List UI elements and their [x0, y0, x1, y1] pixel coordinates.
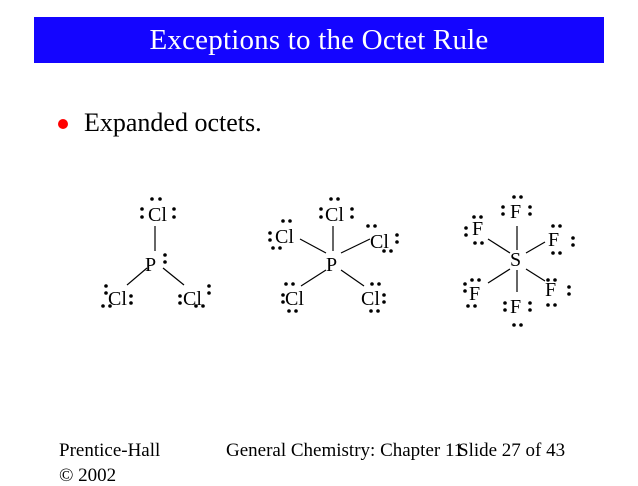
- pcl5-structure: Cl Cl Cl P Cl Cl: [268, 197, 399, 313]
- sf6-lower-left-atom: F: [469, 283, 480, 305]
- pcl5-bond-upper-left: [299, 238, 327, 254]
- slide-title: Exceptions to the Octet Rule: [149, 23, 489, 56]
- sf6-bond-lower-right: [525, 268, 546, 282]
- sf6-bottom-atom: F: [510, 296, 521, 318]
- pcl3-bond-right: [162, 267, 185, 286]
- pcl5-lower-left-atom: Cl: [285, 288, 304, 310]
- pcl3-center-atom: P: [145, 254, 156, 276]
- footer-slide-number: Slide 27 of 43: [458, 440, 566, 461]
- footer-copyright: © 2002: [59, 465, 117, 486]
- pcl5-lower-right-atom: Cl: [361, 288, 380, 310]
- pcl3-bond-left: [126, 267, 148, 286]
- pcl3-right-atom: Cl: [183, 288, 202, 310]
- sf6-lone-pairs: [463, 195, 575, 327]
- bullet-dot: [58, 118, 68, 129]
- bullet-text: Expanded octets.: [84, 108, 262, 137]
- pcl5-top-atom: Cl: [325, 204, 344, 226]
- sf6-structure: F F F S F F F: [463, 195, 575, 327]
- pcl3-top-atom: Cl: [148, 204, 167, 226]
- sf6-center-atom: S: [510, 249, 521, 271]
- pcl5-bond-lower-left: [300, 269, 327, 287]
- pcl3-structure: Cl P Cl Cl: [101, 197, 211, 310]
- pcl5-bond-upper-right: [340, 238, 371, 254]
- sf6-lower-right-atom: F: [545, 279, 556, 301]
- pcl5-bond-lower-right: [340, 269, 365, 287]
- footer-publisher: Prentice-Hall: [59, 440, 161, 461]
- pcl5-lone-pairs: [268, 197, 399, 313]
- sf6-top-atom: F: [510, 201, 521, 223]
- sf6-upper-right-atom: F: [548, 229, 559, 251]
- pcl3-left-atom: Cl: [108, 288, 127, 310]
- pcl5-upper-left-atom: Cl: [275, 226, 294, 248]
- pcl3-lone-pairs: [101, 197, 211, 308]
- bullet-item: Expanded octets.: [58, 110, 262, 136]
- title-bar: Exceptions to the Octet Rule: [34, 17, 604, 63]
- sf6-bond-lower-left: [487, 268, 511, 284]
- pcl5-upper-right-atom: Cl: [370, 231, 389, 253]
- footer-chapter: General Chemistry: Chapter 11: [226, 440, 464, 461]
- sf6-bond-upper-right: [525, 241, 546, 254]
- sf6-upper-left-atom: F: [472, 218, 483, 240]
- pcl5-center-atom: P: [326, 254, 337, 276]
- sf6-bond-upper-left: [487, 238, 511, 254]
